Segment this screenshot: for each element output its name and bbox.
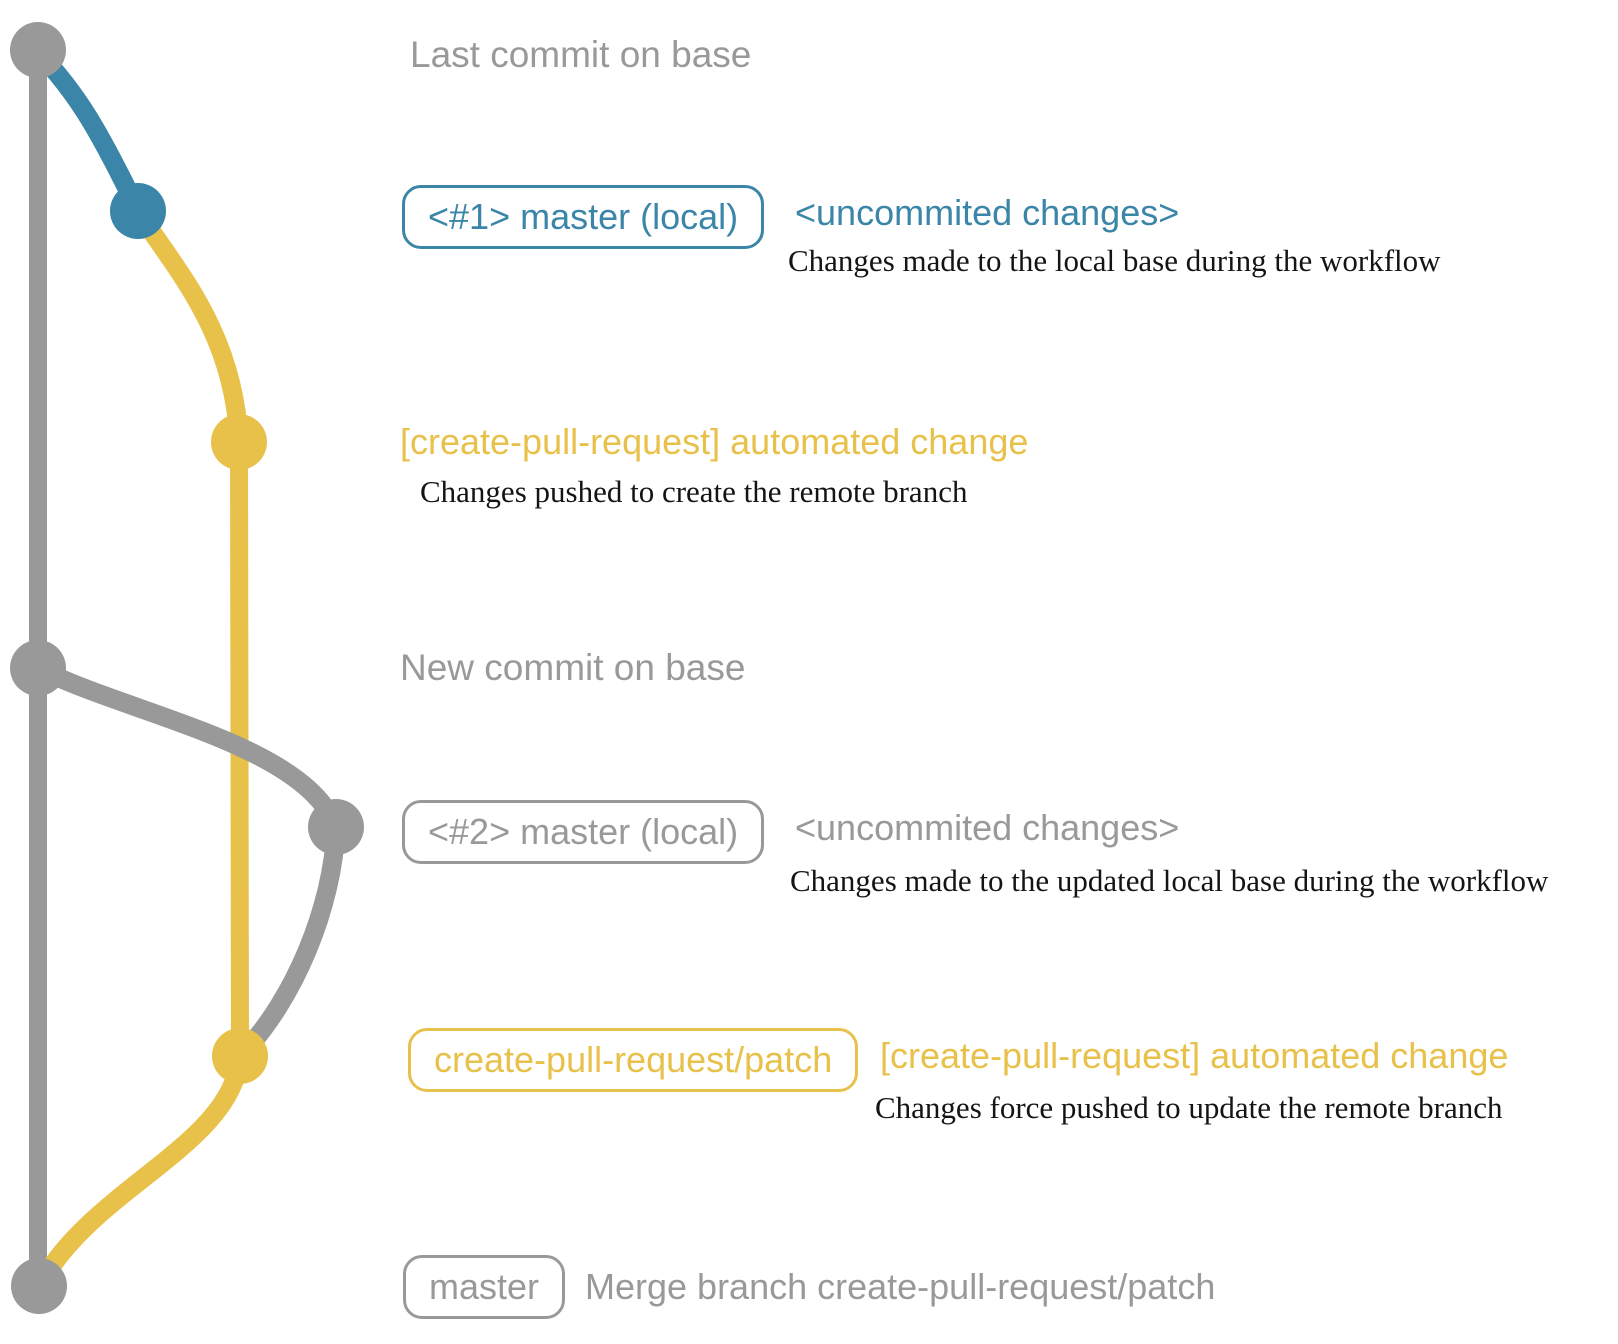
commit-node-local-1 — [110, 183, 166, 239]
base-to-local2-curve — [28, 658, 346, 837]
merge-message: Merge branch create-pull-request/patch — [585, 1266, 1216, 1307]
patch-branch-badge: create-pull-request/patch — [408, 1028, 859, 1092]
commit2-description: Changes made to the updated local base d… — [790, 863, 1549, 898]
commit1-message: <uncommited changes> — [795, 192, 1180, 233]
commit-node-patch-1 — [211, 414, 267, 470]
local2-to-patch-curve — [232, 817, 346, 1064]
patch-branch-curve — [128, 201, 249, 452]
push2-message: [create-pull-request] automated change — [880, 1035, 1509, 1076]
commit-node-patch-2 — [212, 1028, 268, 1084]
push2-description: Changes force pushed to update the remot… — [875, 1090, 1503, 1125]
push1-description: Changes pushed to create the remote bran… — [420, 474, 968, 509]
patch-to-merge-curve — [30, 1046, 250, 1295]
master-branch-badge: master — [403, 1255, 566, 1319]
push1-message: [create-pull-request] automated change — [400, 421, 1029, 462]
commit-node-base-last — [10, 22, 66, 78]
commit-node-local-2 — [308, 799, 364, 855]
commit-node-merge — [11, 1258, 67, 1314]
commit2-message: <uncommited changes> — [795, 807, 1180, 848]
commit1-description: Changes made to the local base during th… — [788, 243, 1441, 278]
git-graph — [10, 22, 364, 1314]
commit-node-base-new — [10, 640, 66, 696]
commit2-branch-badge: <#2> master (local) — [402, 800, 765, 864]
new-commit-label: New commit on base — [400, 647, 746, 688]
local-master-branch-curve — [28, 42, 148, 221]
last-commit-label: Last commit on base — [410, 34, 752, 75]
commit1-branch-badge: <#1> master (local) — [402, 185, 765, 249]
